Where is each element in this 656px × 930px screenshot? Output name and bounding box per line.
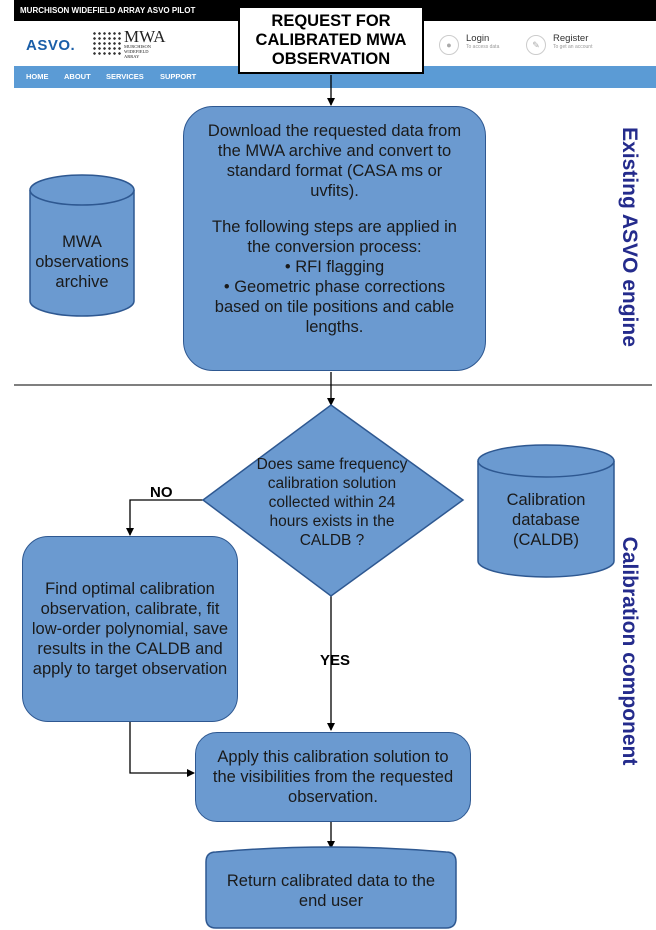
yes-label: YES bbox=[320, 652, 351, 669]
nav-home[interactable]: HOME bbox=[26, 72, 49, 81]
nav-about[interactable]: ABOUT bbox=[64, 72, 91, 81]
topbar-title: MURCHISON WIDEFIELD ARRAY ASVO PILOT bbox=[20, 6, 196, 15]
login-link[interactable]: Login To access data bbox=[466, 33, 500, 50]
lock-icon[interactable]: ● bbox=[439, 35, 459, 55]
edit-icon[interactable]: ✎ bbox=[526, 35, 546, 55]
nav-bar: HOME ABOUT SERVICES SUPPORT bbox=[14, 66, 656, 88]
mwa-logo-grid-icon bbox=[92, 31, 122, 55]
mwa-logo: MWA MURCHISON WIDEFIELD ARRAY bbox=[124, 27, 166, 59]
download-convert-node: Download the requested data from the MWA… bbox=[183, 106, 486, 371]
arrow-no-branch bbox=[126, 499, 203, 536]
caldb-cylinder-shape bbox=[477, 444, 615, 578]
arrow-find-to-apply bbox=[129, 722, 195, 777]
step-item: • RFI flagging bbox=[284, 258, 385, 276]
asvo-logo[interactable]: ASVO. bbox=[26, 37, 76, 54]
register-link[interactable]: Register To get an account bbox=[553, 33, 593, 50]
step-item: • Geometric phase corrections based on t… bbox=[214, 278, 455, 336]
steps-intro: The following steps are applied in the c… bbox=[212, 218, 457, 256]
caldb-node: Calibration database (CALDB) bbox=[506, 491, 586, 549]
nav-support[interactable]: SUPPORT bbox=[160, 72, 197, 81]
no-label: NO bbox=[150, 484, 173, 501]
decision-diamond-shape bbox=[201, 404, 465, 597]
apply-calibration-node: Apply this calibration solution to the v… bbox=[195, 732, 471, 822]
mwa-archive-node: MWA observations archive bbox=[35, 233, 129, 291]
request-title: REQUEST FOR CALIBRATED MWA OBSERVATION bbox=[238, 6, 424, 74]
archive-cylinder-shape bbox=[29, 174, 135, 317]
find-calibration-node: Find optimal calibration observation, ca… bbox=[22, 536, 238, 722]
return-shape bbox=[205, 846, 457, 929]
section-label-existing-asvo: Existing ASVO engine bbox=[618, 127, 641, 347]
nav-services[interactable]: SERVICES bbox=[106, 72, 144, 81]
download-text: Download the requested data from the MWA… bbox=[207, 122, 462, 200]
decision-node: Does same frequency calibration solution… bbox=[256, 455, 408, 549]
return-data-node: Return calibrated data to the end user bbox=[226, 872, 436, 910]
section-label-calibration: Calibration component bbox=[618, 536, 641, 766]
